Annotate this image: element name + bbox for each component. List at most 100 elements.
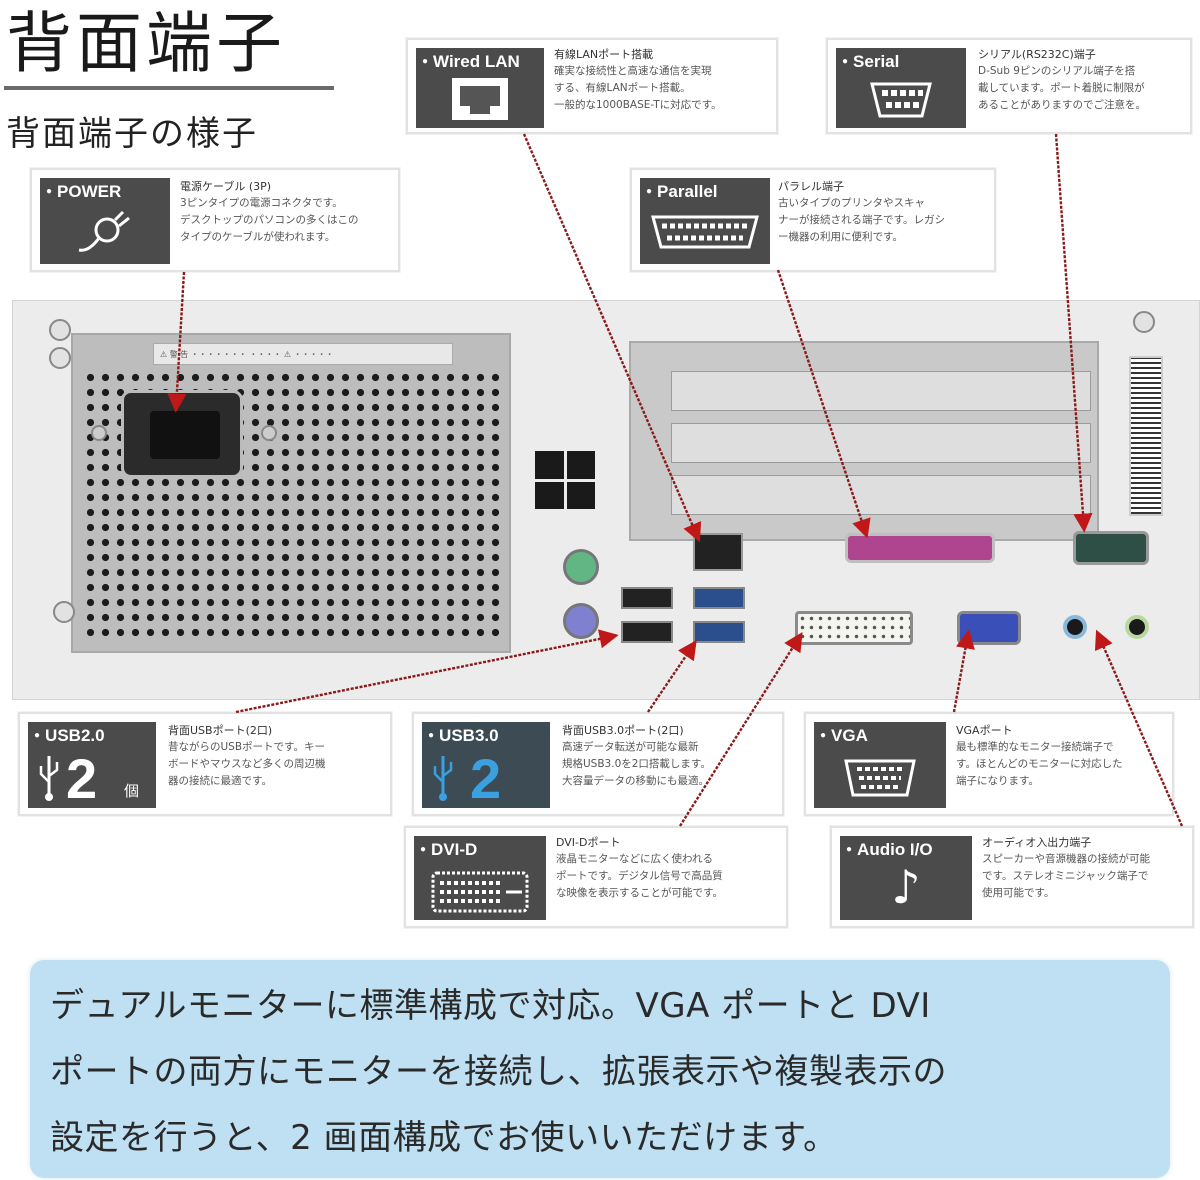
ps2-keyboard-port xyxy=(563,549,599,585)
vga-desc-title: VGAポート xyxy=(956,724,1013,737)
page-subtitle: 背面端子の様子 xyxy=(6,114,258,154)
wired-lan-label: Wired LAN xyxy=(422,52,520,72)
usb2-description: 背面USBポート(2口) 昔ながらのUSBポートです。キー ボードやマウスなど多… xyxy=(168,722,388,790)
slot-cover xyxy=(671,371,1091,411)
parallel-port xyxy=(845,533,995,563)
power-icon-box: POWER xyxy=(40,178,170,264)
parallel-description: パラレル端子 古いタイプのプリンタやスキャ ナーが接続される端子です。レガシ ー… xyxy=(778,178,992,246)
audio-icon-box: Audio I/O ♪ xyxy=(840,836,972,920)
desc-line: ナーが接続される端子です。レガシ xyxy=(778,214,945,226)
serial-description: シリアル(RS232C)端子 D-Sub 9ピンのシリアル端子を搭 載しています… xyxy=(978,46,1188,114)
desc-line: 一般的な1000BASE-Tに対応です。 xyxy=(554,99,722,111)
usb3-label: USB3.0 xyxy=(428,726,499,746)
parallel-icon-box: Parallel xyxy=(640,178,770,264)
serial-label: Serial xyxy=(842,52,899,72)
banner-line: デュアルモニターに標準構成で対応。VGA ポートと DVI xyxy=(50,986,931,1026)
vga-description: VGAポート 最も標準的なモニター接続端子で す。ほとんどのモニターに対応した … xyxy=(956,722,1170,790)
serial-port-icon xyxy=(870,82,932,118)
usb3-count: 2 xyxy=(470,747,502,810)
ethernet-port xyxy=(693,533,743,571)
desc-line: あることがありますのでご注意を。 xyxy=(978,99,1146,111)
desc-line: 古いタイプのプリンタやスキャ xyxy=(778,197,925,209)
desc-line: です。ステレオミニジャック端子で xyxy=(982,870,1149,882)
power-supply-unit: ⚠ 警 告 ・・・・・・・ ・・・・ ⚠ ・・・・・ xyxy=(71,333,511,653)
desc-line: 高速データ転送が可能な最新 xyxy=(562,741,699,753)
usb3-port xyxy=(693,587,745,609)
vga-port-icon xyxy=(844,759,916,797)
power-desc-title: 電源ケーブル (3P) xyxy=(180,180,272,193)
thumbscrew-icon xyxy=(49,347,71,369)
serial-port xyxy=(1073,531,1149,565)
audio-description: オーディオ入出力端子 スピーカーや音源機器の接続が可能 です。ステレオミニジャッ… xyxy=(982,834,1190,902)
callout-wired-lan: Wired LAN 有線LANポート搭載 確実な接続性と高速な通信を実現 する、… xyxy=(406,38,778,134)
callout-audio: Audio I/O ♪ オーディオ入出力端子 スピーカーや音源機器の接続が可能 … xyxy=(830,826,1194,928)
callout-vga: VGA VGAポート 最も標準的なモニター接続端子で す。ほとんどのモニターに対… xyxy=(804,712,1174,816)
desc-line: 最も標準的なモニター接続端子で xyxy=(956,741,1114,753)
music-note-icon: ♪ xyxy=(891,860,921,914)
desc-line: な映像を表示することが可能です。 xyxy=(556,887,723,899)
desc-line: ー機器の利用に便利です。 xyxy=(778,231,903,243)
desc-line: スピーカーや音源機器の接続が可能 xyxy=(982,853,1150,865)
slot-cover xyxy=(671,423,1091,463)
expansion-slot-area xyxy=(629,341,1099,541)
usb3-port xyxy=(693,621,745,643)
serial-barcode-label xyxy=(1129,356,1163,516)
serial-icon-box: Serial xyxy=(836,48,966,128)
desc-line: 昔ながらのUSBポートです。キー xyxy=(168,741,326,753)
usb3-icon-box: USB3.0 2 xyxy=(422,722,550,810)
ps2-mouse-port xyxy=(563,603,599,639)
usb2-port xyxy=(621,621,673,643)
windows-logo-sticker xyxy=(535,451,595,509)
power-plug-icon xyxy=(78,210,130,252)
wired-lan-description: 有線LANポート搭載 確実な接続性と高速な通信を実現 する、有線LANポート搭載… xyxy=(554,46,774,114)
desc-line: タイプのケーブルが使われます。 xyxy=(180,231,336,243)
usb3-description: 背面USB3.0ポート(2口) 高速データ転送が可能な最新 規格USB3.0を2… xyxy=(562,722,780,790)
usb3-desc-title: 背面USB3.0ポート(2口) xyxy=(562,724,684,737)
callout-usb2: USB2.0 2 個 背面USBポート(2口) 昔ながらのUSBポートです。キー… xyxy=(18,712,392,816)
usb2-label: USB2.0 xyxy=(34,726,105,746)
dvi-port xyxy=(795,611,913,645)
desc-line: 端子になります。 xyxy=(956,775,1039,787)
audio-line-out-jack xyxy=(1125,615,1149,639)
screw-icon xyxy=(261,425,277,441)
usb3-icon xyxy=(433,756,453,801)
usb2-count: 2 xyxy=(66,747,98,810)
desc-line: す。ほとんどのモニターに対応した xyxy=(956,758,1123,770)
callout-power: POWER 電源ケーブル (3P) 3ピンタイプの電源コネクタです。 デスクトッ… xyxy=(30,168,400,272)
desc-line: 確実な接続性と高速な通信を実現 xyxy=(554,65,712,77)
thumbscrew-icon xyxy=(53,601,75,623)
dvi-label: DVI-D xyxy=(420,840,477,860)
vga-port xyxy=(957,611,1021,645)
dual-monitor-info-banner: デュアルモニターに標準構成で対応。VGA ポートと DVI ポートの両方にモニタ… xyxy=(30,960,1170,1178)
dvi-icon-box: DVI-D xyxy=(414,836,546,920)
audio-label: Audio I/O xyxy=(846,840,933,860)
wired-lan-desc-title: 有線LANポート搭載 xyxy=(554,48,654,61)
dvi-port-icon xyxy=(431,871,529,913)
pc-rear-panel-photo: ⚠ 警 告 ・・・・・・・ ・・・・ ⚠ ・・・・・ xyxy=(12,300,1200,700)
usb2-icon-box: USB2.0 2 個 xyxy=(28,722,156,810)
vga-icon-box: VGA xyxy=(814,722,946,808)
parallel-desc-title: パラレル端子 xyxy=(778,180,844,193)
audio-line-in-jack xyxy=(1063,615,1087,639)
desc-line: ボードやマウスなど多くの周辺機 xyxy=(168,758,326,770)
dvi-desc-title: DVI-Dポート xyxy=(556,836,621,849)
callout-usb3: USB3.0 2 背面USB3.0ポート(2口) 高速データ転送が可能な最新 規… xyxy=(412,712,784,816)
vga-label: VGA xyxy=(820,726,868,746)
callout-serial: Serial シリアル(RS232C)端子 D-Sub 9ピンのシリアル端子を搭… xyxy=(826,38,1192,134)
usb2-port xyxy=(621,587,673,609)
serial-desc-title: シリアル(RS232C)端子 xyxy=(978,48,1096,61)
parallel-label: Parallel xyxy=(646,182,718,202)
desc-line: デスクトップのパソコンの多くはこの xyxy=(180,214,359,226)
psu-warning-label: ⚠ 警 告 ・・・・・・・ ・・・・ ⚠ ・・・・・ xyxy=(153,343,453,365)
desc-line: 大容量データの移動にも最適。 xyxy=(562,775,709,787)
desc-line: 液晶モニターなどに広く使われる xyxy=(556,853,713,865)
desc-line: ポートです。デジタル信号で高品質 xyxy=(556,870,723,882)
parallel-port-icon xyxy=(651,215,759,249)
screw-icon xyxy=(91,425,107,441)
desc-line: する、有線LANポート搭載。 xyxy=(554,82,691,94)
desc-line: 器の接続に最適です。 xyxy=(168,775,272,787)
thumbscrew-icon xyxy=(1133,311,1155,333)
desc-line: 使用可能です。 xyxy=(982,887,1055,899)
wired-lan-icon-box: Wired LAN xyxy=(416,48,544,128)
audio-desc-title: オーディオ入出力端子 xyxy=(982,836,1092,849)
